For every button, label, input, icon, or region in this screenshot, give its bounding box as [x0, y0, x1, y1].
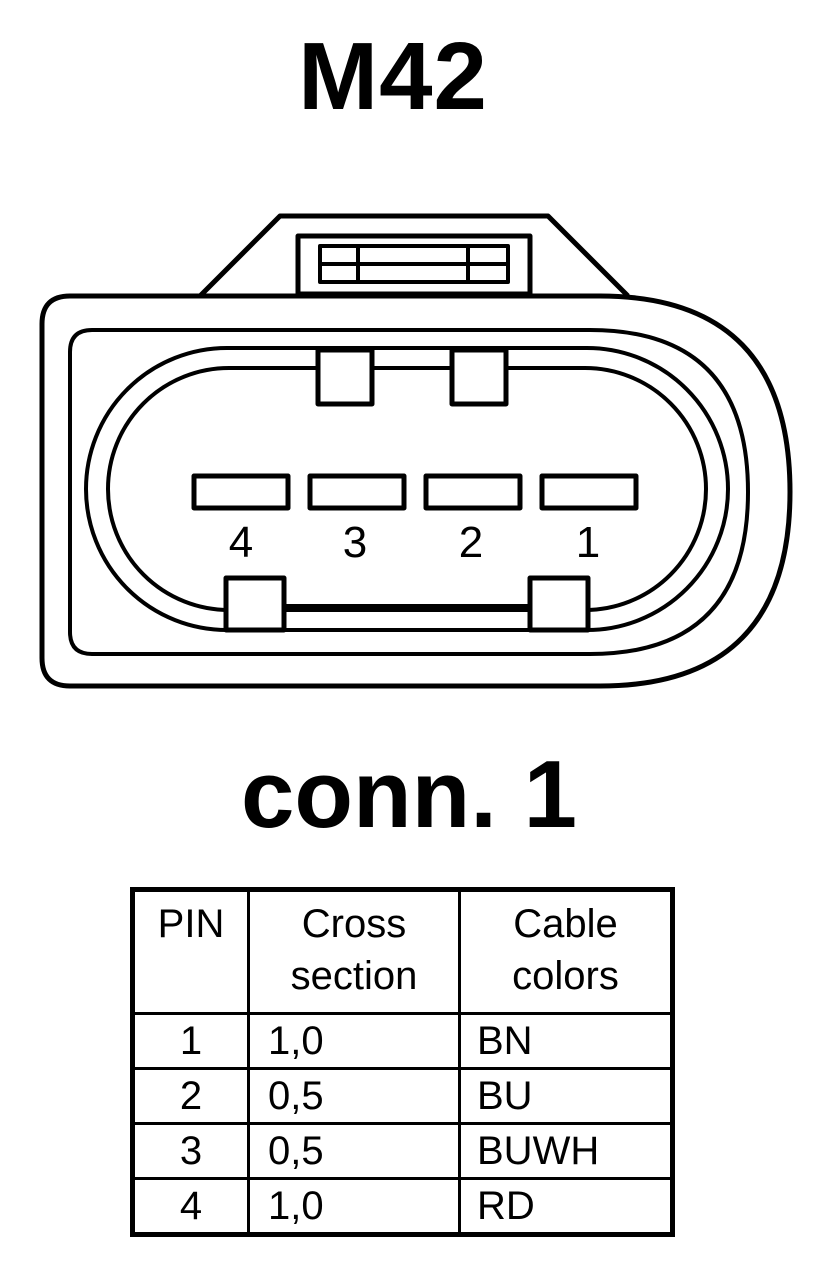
cross-section-cell: 1,0: [247, 1012, 461, 1070]
cable-color-cell: RD: [458, 1177, 674, 1236]
pin-contact-3: [307, 473, 407, 511]
diagram-title: M42: [298, 23, 488, 130]
cross-section-cell: 1,0: [247, 1177, 461, 1236]
table-row: 1 1,0 BN: [131, 1012, 674, 1070]
latch-housing: [198, 213, 630, 298]
key-tab-top-left: [315, 347, 375, 407]
pin-contact-1: [539, 473, 639, 511]
pin-cell: 4: [131, 1177, 250, 1236]
cavity-outer: [84, 346, 730, 632]
pin-cell: 3: [131, 1122, 250, 1180]
pin-cell: 1: [131, 1012, 250, 1070]
connector-drawing: 4 3 2 1: [39, 213, 793, 689]
pin-cell: 2: [131, 1067, 250, 1125]
connector-body-outer: [39, 293, 793, 689]
pin-label-4: 4: [229, 518, 253, 567]
table-row: 3 0,5 BUWH: [131, 1122, 674, 1180]
connector-label: conn. 1: [240, 741, 578, 848]
pin-contact-2: [423, 473, 523, 511]
connector-body-inner: [68, 328, 750, 656]
header-pin: PIN: [131, 888, 250, 1015]
key-tab-top-right: [449, 347, 509, 407]
cable-color-cell: BN: [458, 1012, 674, 1070]
table-row: 2 0,5 BU: [131, 1067, 674, 1125]
cable-color-cell: BU: [458, 1067, 674, 1125]
cable-color-cell: BUWH: [458, 1122, 674, 1180]
table-row: 4 1,0 RD: [131, 1177, 674, 1236]
cross-section-cell: 0,5: [247, 1067, 461, 1125]
key-tab-bottom-right: [527, 575, 591, 633]
pin-label-1: 1: [576, 518, 600, 567]
key-tab-bottom-left: [223, 575, 287, 633]
pin-label-3: 3: [343, 518, 367, 567]
pin-label-2: 2: [459, 518, 483, 567]
pin-contact-4: [191, 473, 291, 511]
cross-section-cell: 0,5: [247, 1122, 461, 1180]
cavity-inner: [106, 366, 708, 612]
